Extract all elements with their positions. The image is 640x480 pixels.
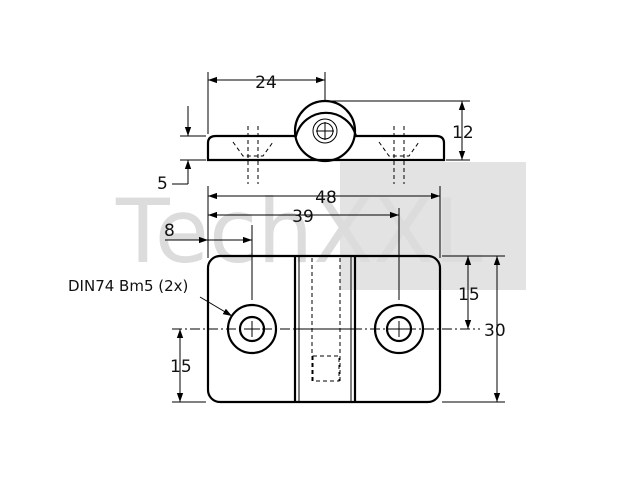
dim-12: 12	[328, 100, 474, 161]
countersink-right	[378, 141, 420, 157]
dim-12-label: 12	[452, 123, 474, 143]
dim-15-right-label: 15	[458, 285, 480, 305]
knuckle-outer	[293, 99, 357, 163]
front-view	[172, 254, 480, 404]
dim-39: 39	[208, 207, 400, 300]
hinge-leaf-outline	[206, 111, 446, 162]
knuckle-pin-outer	[312, 118, 338, 144]
dim-24-label: 24	[255, 73, 277, 93]
screw-spec-label: DIN74 Bm5 (2x)	[68, 277, 188, 295]
dim-15-left-label: 15	[170, 357, 192, 377]
watermark: TechXXL	[115, 162, 526, 290]
dim-5-label: 5	[157, 174, 168, 194]
top-view	[206, 99, 446, 184]
pin-bore-end	[312, 355, 340, 382]
dim-30-label: 30	[484, 321, 506, 341]
dim-30: 30	[442, 255, 506, 403]
dim-15-left: 15	[170, 329, 206, 403]
dim-24: 24	[207, 72, 326, 134]
dim-8: 8	[164, 221, 253, 300]
dim-8-label: 8	[164, 221, 175, 241]
countersink-left	[232, 141, 274, 157]
dim-5: 5	[157, 106, 206, 194]
dim-48: 48	[207, 186, 441, 258]
dim-48-label: 48	[315, 188, 337, 208]
dim-39-label: 39	[292, 207, 314, 227]
screw-spec-note: DIN74 Bm5 (2x)	[68, 277, 233, 317]
